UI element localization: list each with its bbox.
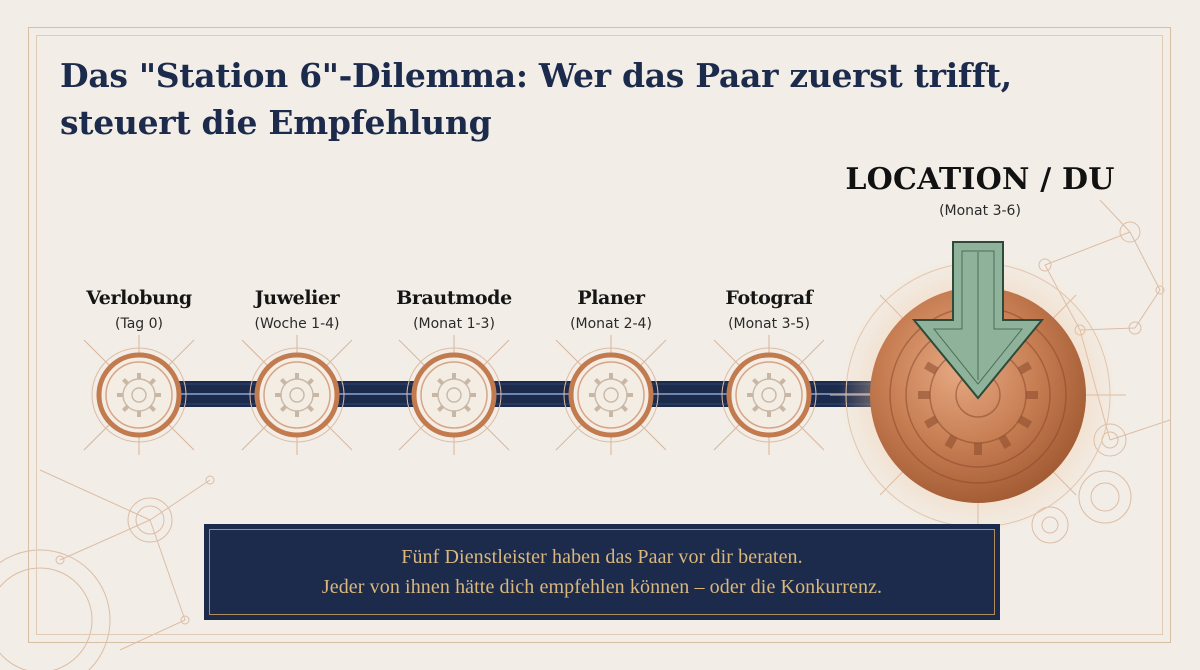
station-node-fotograf (713, 335, 825, 455)
station-time-verlobung: (Tag 0) (115, 316, 163, 332)
station-node-brautmode (398, 335, 510, 455)
inner-frame (36, 35, 1163, 635)
note-line-1: Fünf Dienstleister haben das Paar vor di… (401, 546, 803, 568)
station-time-juwelier: (Woche 1-4) (254, 316, 340, 332)
page-title: Das "Station 6"-Dilemma: Wer das Paar zu… (60, 52, 1060, 146)
station-time-brautmode: (Monat 1-3) (413, 316, 495, 332)
station-name-verlobung: Verlobung (86, 287, 192, 309)
gear-tooth (998, 434, 1012, 449)
gear-icon (432, 373, 476, 417)
station-name-juwelier: Juwelier (254, 287, 340, 309)
gear-icon (589, 373, 633, 417)
note-inner-border: Fünf Dienstleister haben das Paar vor di… (209, 529, 995, 615)
gear-icon (117, 373, 161, 417)
station-name-fotograf: Fotograf (725, 287, 813, 309)
gear-tooth (924, 361, 939, 375)
station-time-fotograf: (Monat 3-5) (728, 316, 810, 332)
gear-tooth (1017, 415, 1032, 429)
gear-icon (747, 373, 791, 417)
gear-tooth (924, 415, 939, 429)
destination-name: LOCATION / DU (845, 162, 1115, 197)
outer-frame (28, 27, 1171, 643)
station-node-verlobung (83, 335, 195, 455)
gear-icon (275, 373, 319, 417)
gear-tooth (944, 434, 958, 449)
down-arrow-icon (911, 241, 1045, 400)
gear-tooth (1017, 361, 1032, 375)
station-node-planer (555, 335, 667, 455)
note-box: Fünf Dienstleister haben das Paar vor di… (204, 524, 1000, 620)
station-name-planer: Planer (577, 287, 645, 309)
destination-time: (Monat 3-6) (939, 203, 1021, 219)
station-time-planer: (Monat 2-4) (570, 316, 652, 332)
title-line-2: steuert die Empfehlung (60, 103, 492, 142)
station-node-juwelier (241, 335, 353, 455)
title-line-1: Das "Station 6"-Dilemma: Wer das Paar zu… (60, 56, 1012, 95)
station-name-brautmode: Brautmode (396, 287, 512, 309)
note-line-2: Jeder von ihnen hätte dich empfehlen kön… (321, 576, 883, 598)
